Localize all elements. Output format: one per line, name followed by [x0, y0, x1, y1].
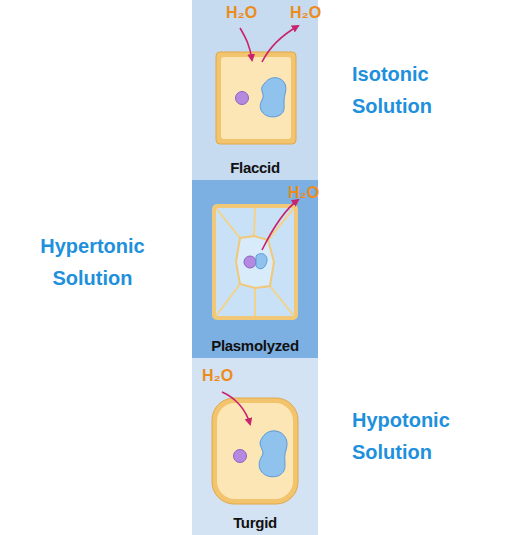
solution-label: Hypertonic Solution	[5, 230, 180, 294]
water-label: H₂O	[202, 367, 232, 385]
water-label: H₂O	[290, 4, 320, 22]
cell-state-label: Plasmolyzed	[211, 337, 299, 354]
water-label: H₂O	[226, 4, 256, 22]
water-label: H₂O	[288, 184, 318, 202]
solution-panel: Turgid	[192, 358, 318, 535]
cell-state-label: Turgid	[233, 514, 277, 531]
solution-label: Hypotonic Solution	[352, 404, 492, 468]
solution-label: Isotonic Solution	[352, 58, 462, 122]
solution-panel: Flaccid	[192, 0, 318, 180]
cell-state-label: Flaccid	[230, 159, 280, 176]
solution-panel: Plasmolyzed	[192, 180, 318, 358]
